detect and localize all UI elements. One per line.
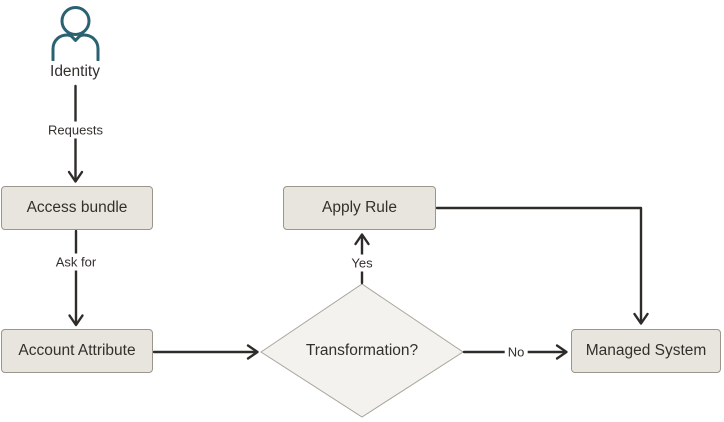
access-bundle-node: Access bundle	[1, 186, 153, 230]
identity-label: Identity	[50, 63, 100, 80]
access-bundle-label: Access bundle	[26, 199, 128, 216]
managed-system-label: Managed System	[585, 342, 707, 359]
account-attribute-node: Account Attribute	[1, 329, 153, 373]
apply-rule-label: Apply Rule	[322, 199, 397, 216]
edge-ask-for-arrow	[68, 229, 84, 327]
edge-label-ask-for: Ask for	[52, 253, 100, 271]
identity-node	[50, 3, 101, 62]
edge-label-requests: Requests	[45, 121, 106, 139]
account-attribute-label: Account Attribute	[18, 342, 136, 359]
edge-attribute-to-transformation-arrow	[152, 344, 259, 360]
transformation-decision-label: Transformation?	[305, 342, 419, 359]
person-icon	[51, 6, 100, 62]
managed-system-node: Managed System	[571, 329, 721, 373]
edge-label-no: No	[504, 343, 528, 361]
edge-apply-rule-to-managed-system-arrow	[435, 206, 649, 325]
apply-rule-node: Apply Rule	[283, 186, 436, 230]
edge-label-yes: Yes	[348, 254, 376, 272]
